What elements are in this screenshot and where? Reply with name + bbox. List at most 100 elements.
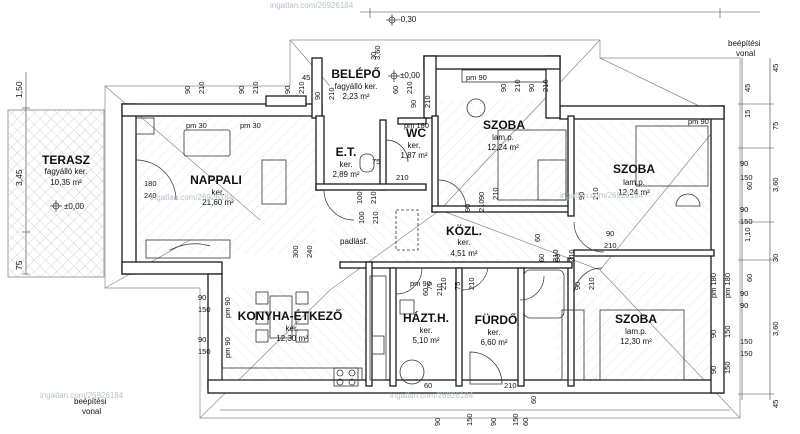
- opening-label: 90: [313, 92, 322, 100]
- opening-label: 90: [198, 335, 206, 344]
- room-belepo-sub: fagyálló ker.: [335, 82, 378, 91]
- opening-label: 210: [371, 211, 380, 224]
- room-belepo-area: 2,23 m²: [342, 92, 369, 101]
- room-kozl-sub: ker.: [458, 238, 471, 247]
- bathtub: [523, 269, 565, 319]
- building-line-bottom-2: vonal: [82, 407, 101, 416]
- room-wc-name: WC: [406, 126, 426, 140]
- opening-label: 90: [709, 366, 718, 374]
- watermark-4: ingatlan.com/26926184: [390, 391, 474, 400]
- opening-label: 100: [355, 191, 364, 204]
- opening-label: 75: [453, 282, 462, 290]
- watermark-5: ingatlan.com/26926184: [270, 1, 354, 10]
- room-szoba1-name: SZOBA: [483, 118, 525, 132]
- watermark-3: ingatlan.com/26926184: [40, 391, 124, 400]
- opening-label: 30: [369, 52, 378, 60]
- opening-label: 150: [723, 325, 732, 338]
- room-szoba1-sub: lam.p.: [492, 133, 514, 142]
- opening-label: 210: [297, 81, 306, 94]
- opening-label: 210: [369, 191, 378, 204]
- opening-label: pm 180: [723, 273, 732, 298]
- opening-label: 210: [405, 81, 414, 94]
- bed-3: [599, 309, 685, 381]
- dim-right-5: 15: [743, 110, 752, 118]
- dim-right-8: 45: [771, 400, 780, 408]
- opening-label: 210: [567, 249, 576, 262]
- room-et-name: E.T.: [336, 145, 357, 159]
- level-markers: [50, 14, 400, 212]
- opening-label: 180: [144, 179, 157, 188]
- opening-label: 150: [723, 361, 732, 374]
- opening-label: pm 30: [240, 121, 261, 130]
- opening-label: 90: [740, 205, 748, 214]
- opening-label: 90: [740, 289, 748, 298]
- opening-label: 90: [283, 86, 292, 94]
- room-et-sub: ker.: [340, 160, 353, 169]
- opening-label: 150: [740, 173, 753, 182]
- opening-label: 210: [251, 81, 260, 94]
- top-level: -0,30: [398, 15, 417, 24]
- opening-label: 90: [499, 84, 508, 92]
- dim-left-2: 75: [14, 260, 24, 270]
- opening-label: pm 180: [404, 121, 429, 130]
- opening-label: 90: [237, 86, 246, 94]
- opening-label: 210: [587, 277, 596, 290]
- furniture: [135, 69, 709, 387]
- opening-label: 90: [433, 418, 442, 426]
- opening-label: 60: [745, 274, 754, 282]
- opening-label: 90: [489, 418, 498, 426]
- opening-label: 210: [491, 187, 500, 200]
- opening-label: 90: [409, 100, 418, 108]
- opening-label: 210: [477, 199, 486, 212]
- opening-label: 150: [511, 413, 520, 426]
- dim-right-1: 45: [743, 84, 752, 92]
- opening-label: 150: [740, 217, 753, 226]
- opening-label: 240: [305, 245, 314, 258]
- opening-label: 210: [504, 381, 517, 390]
- opening-label: 60: [533, 234, 542, 242]
- kitchen-counter: [221, 367, 363, 381]
- dim-right-2: 75: [771, 122, 780, 130]
- opening-label: 90: [573, 282, 582, 290]
- opening-label: 60: [391, 86, 400, 94]
- room-furdo-sub: ker.: [488, 328, 501, 337]
- opening-label: 150: [465, 413, 474, 426]
- room-et-area: 2,89 m²: [332, 170, 359, 179]
- opening-label: pm 90: [410, 279, 431, 288]
- opening-label: 210: [435, 283, 444, 296]
- opening-label: 90: [740, 159, 748, 168]
- opening-label: 90: [553, 254, 562, 262]
- sink: [371, 335, 385, 355]
- dim-right-6: 30: [771, 254, 780, 262]
- sideboard: [145, 239, 231, 259]
- watermark-2: ingatlan.com/26926184: [560, 191, 644, 200]
- room-konyha-sub: ker.: [286, 324, 299, 333]
- dim-left-0: 1,50: [14, 81, 24, 98]
- opening-label: 90: [463, 204, 472, 212]
- opening-label: 90: [477, 192, 486, 200]
- room-terasz-sub: fagyálló ker.: [45, 167, 88, 176]
- opening-label: 240: [144, 191, 157, 200]
- opening-label: 210: [541, 79, 550, 92]
- padlasf-label: padlásf.: [340, 237, 368, 246]
- opening-label: pm 180: [709, 273, 718, 298]
- bed-2: [635, 125, 709, 187]
- room-nappali-name: NAPPALI: [190, 173, 242, 187]
- room-labels: TERASZ fagyálló ker. 10,35 m² BELÉPŐ fag…: [42, 66, 657, 347]
- wardrobe-1: [461, 69, 547, 83]
- building-line-top-2: vonal: [736, 49, 755, 58]
- terasz-level: ±0,00: [64, 202, 85, 211]
- opening-label: 210: [423, 95, 432, 108]
- opening-label: pm 90: [223, 337, 232, 358]
- room-szoba2-area: 12,24 m²: [618, 188, 650, 197]
- opening-label: 90: [198, 293, 206, 302]
- opening-label: 60: [521, 418, 530, 426]
- opening-label: 150: [198, 347, 211, 356]
- boiler: [399, 359, 425, 385]
- dim-right-7: 3,60: [771, 321, 780, 336]
- opening-label: 210: [513, 79, 522, 92]
- misc-labels: padlásf. ±0,00 ±0,00 -0,30 beépítési von…: [64, 15, 761, 416]
- opening-label: 210: [604, 241, 617, 250]
